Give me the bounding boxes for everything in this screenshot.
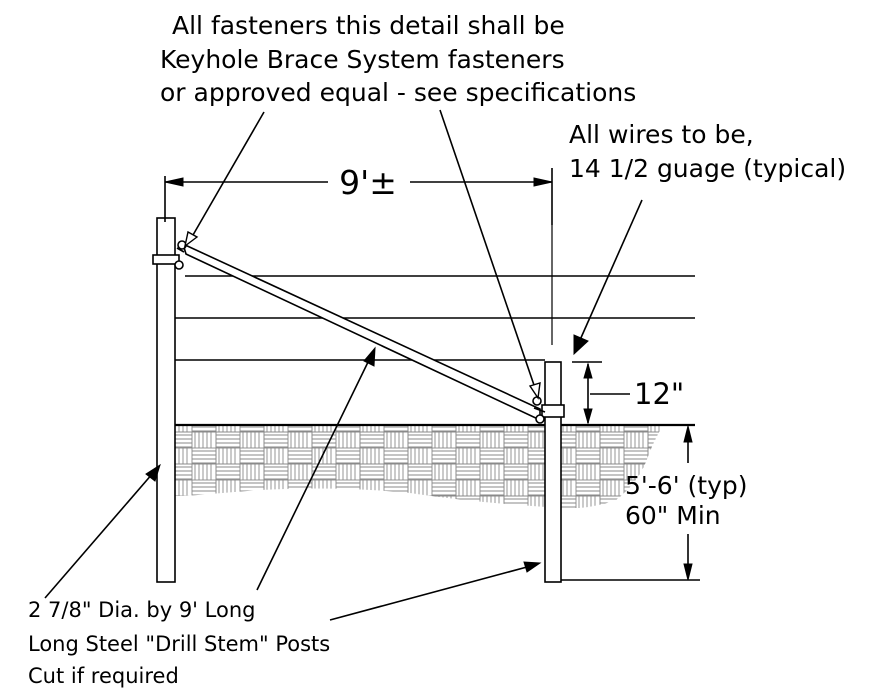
- span-dimension-label: 9'±: [339, 163, 397, 202]
- wire-note-line-2: 14 1/2 guage (typical): [569, 154, 846, 183]
- depth-dimension-label-2: 60" Min: [625, 501, 721, 530]
- fastener-leaders: [183, 109, 541, 400]
- post-note-line-1: 2 7/8" Dia. by 9' Long: [28, 598, 255, 622]
- above-ground-dimension-label: 12": [634, 377, 684, 411]
- depth-dimension-graphic: [561, 425, 700, 581]
- left-brace-clamp: [152, 240, 187, 270]
- span-dimension-graphic: [164, 168, 553, 345]
- wire-leader: [573, 199, 643, 356]
- above-ground-dimension-graphic: [572, 361, 630, 425]
- diagonal-brace: [181, 242, 541, 422]
- depth-dimension-label-1: 5'-6' (typ): [625, 471, 748, 500]
- fastener-note-line-1: All fasteners this detail shall be: [172, 11, 565, 40]
- post-note-line-3: Cut if required: [28, 664, 179, 688]
- post-note-line-2: Long Steel "Drill Stem" Posts: [28, 632, 330, 656]
- right-post: [544, 361, 562, 583]
- left-post: [156, 217, 176, 583]
- post-leaders: [44, 346, 542, 621]
- soil-section: [174, 425, 663, 508]
- fastener-note-line-3: or approved equal - see specifications: [160, 78, 636, 107]
- wire-note-line-1: All wires to be,: [569, 120, 754, 149]
- fastener-note-line-2: Keyhole Brace System fasteners: [160, 45, 565, 74]
